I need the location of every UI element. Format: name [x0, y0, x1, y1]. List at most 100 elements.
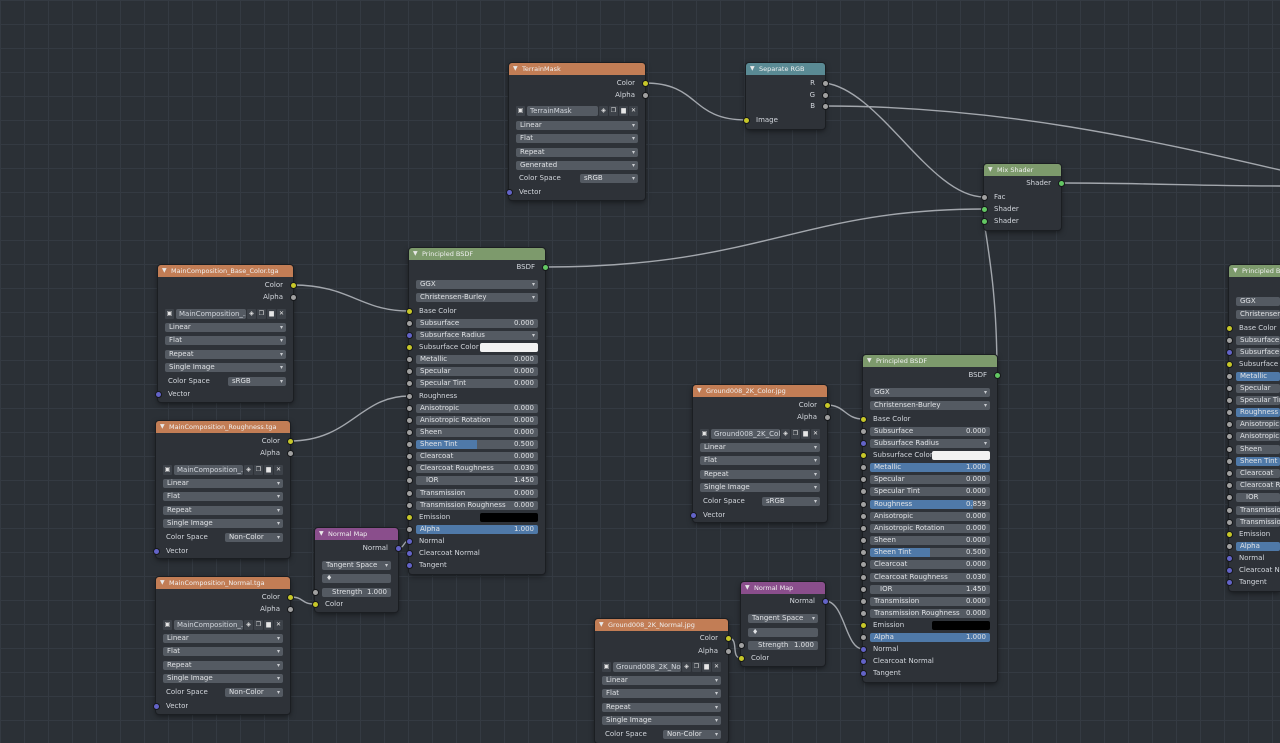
interpolation-dropdown[interactable]: Linear — [700, 442, 820, 452]
extension-dropdown[interactable]: Repeat — [163, 660, 283, 670]
sheen-field[interactable]: Sheen — [1236, 444, 1280, 454]
distribution-dropdown[interactable]: GGX — [1236, 296, 1280, 306]
extension-dropdown[interactable]: Repeat — [516, 147, 638, 157]
image-icon[interactable]: ▣ — [602, 662, 611, 672]
image-selector[interactable]: ▣ MainComposition_... ◈ ❐ ▆ ✕ — [163, 465, 283, 475]
shield-icon[interactable]: ◈ — [244, 620, 253, 630]
socket-color-out[interactable] — [290, 282, 296, 288]
socket-transmission-roughness-in[interactable] — [860, 610, 866, 616]
folder-icon[interactable]: ▆ — [702, 662, 711, 672]
image-icon[interactable]: ▣ — [163, 620, 172, 630]
distribution-dropdown[interactable]: GGX — [870, 387, 990, 397]
socket-alpha-out[interactable] — [824, 414, 830, 420]
chevron-down-icon[interactable]: ▼ — [162, 267, 167, 274]
ior-field[interactable]: IOR — [1236, 492, 1280, 502]
socket-shader-in-2[interactable] — [981, 218, 987, 224]
node-principled-bsdf-2[interactable]: ▼Principled BSDF BSDF GGX Christensen-Bu… — [860, 355, 1000, 682]
socket-anisotropic-in[interactable] — [406, 405, 412, 411]
extension-dropdown[interactable]: Repeat — [602, 702, 721, 712]
socket-normal-in[interactable] — [1226, 555, 1232, 561]
socket-transmission-roughness-in[interactable] — [1226, 519, 1232, 525]
socket-alpha-in[interactable] — [860, 634, 866, 640]
socket-alpha-out[interactable] — [287, 606, 293, 612]
socket-vector-in[interactable] — [153, 703, 159, 709]
socket-ior-in[interactable] — [860, 586, 866, 592]
socket-clearcoat-in[interactable] — [860, 561, 866, 567]
socket-roughness-in[interactable] — [406, 393, 412, 399]
subsurface-method-dropdown[interactable]: Christensen-Burley — [416, 292, 538, 302]
image-name-field[interactable]: Ground008_2K_Col... — [711, 429, 780, 439]
specular-field[interactable]: Specular — [1236, 383, 1280, 393]
socket-roughness-in[interactable] — [1226, 409, 1232, 415]
node-principled-bsdf-1[interactable]: ▼Principled BSDF BSDF GGX Christensen-Bu… — [406, 248, 548, 574]
socket-anisotropic-rotation-in[interactable] — [406, 417, 412, 423]
chevron-down-icon[interactable]: ▼ — [867, 357, 872, 364]
interpolation-dropdown[interactable]: Linear — [165, 322, 286, 332]
image-icon[interactable]: ▣ — [163, 465, 172, 475]
folder-icon[interactable]: ▆ — [267, 309, 276, 319]
socket-clearcoat-in[interactable] — [406, 453, 412, 459]
socket-metallic-in[interactable] — [860, 464, 866, 470]
socket-g-out[interactable] — [822, 92, 828, 98]
folder-icon[interactable]: ▆ — [801, 429, 810, 439]
source-dropdown[interactable]: Single Image — [700, 482, 820, 492]
socket-transmission-in[interactable] — [406, 490, 412, 496]
socket-base-color-in[interactable] — [406, 308, 412, 314]
folder-icon[interactable]: ▆ — [264, 620, 273, 630]
close-icon[interactable]: ✕ — [712, 662, 721, 672]
projection-dropdown[interactable]: Flat — [700, 455, 820, 465]
source-dropdown[interactable]: Generated — [516, 160, 638, 170]
chevron-down-icon[interactable]: ▼ — [160, 579, 165, 586]
shield-icon[interactable]: ◈ — [599, 106, 608, 116]
node-ground-normal-texture[interactable]: ▼Ground008_2K_Normal.jpg Color Alpha ▣ G… — [595, 619, 731, 743]
socket-subsurface-color-in[interactable] — [406, 344, 412, 350]
copy-icon[interactable]: ❐ — [692, 662, 701, 672]
extension-dropdown[interactable]: Repeat — [163, 505, 283, 515]
socket-base-color-in[interactable] — [860, 416, 866, 422]
chevron-down-icon[interactable]: ▼ — [697, 387, 702, 394]
socket-shader-out[interactable] — [1058, 180, 1064, 186]
projection-dropdown[interactable]: Flat — [602, 688, 721, 698]
socket-normal-out[interactable] — [395, 545, 401, 551]
socket-metallic-in[interactable] — [1226, 373, 1232, 379]
socket-specular-in[interactable] — [860, 476, 866, 482]
socket-subsurface-radius-in[interactable] — [1226, 349, 1232, 355]
anisotropic-field[interactable]: Anisotropic — [1236, 419, 1280, 429]
space-dropdown[interactable]: Tangent Space — [322, 560, 391, 570]
socket-alpha-out[interactable] — [290, 294, 296, 300]
node-separate-rgb[interactable]: ▼Separate RGB R G B Image — [743, 63, 828, 129]
subsurface-radius-field[interactable]: Subsurface Rad — [1236, 347, 1280, 357]
socket-sheen-in[interactable] — [406, 429, 412, 435]
chevron-down-icon[interactable]: ▼ — [513, 65, 518, 72]
socket-specular-tint-in[interactable] — [860, 488, 866, 494]
node-header[interactable]: ▼Ground008_2K_Color.jpg — [693, 385, 827, 397]
socket-image-in[interactable] — [743, 117, 749, 123]
projection-dropdown[interactable]: Flat — [165, 335, 286, 345]
close-icon[interactable]: ✕ — [811, 429, 820, 439]
socket-clearcoat-roughness-in[interactable] — [406, 465, 412, 471]
socket-tangent-in[interactable] — [406, 562, 412, 568]
socket-color-in[interactable] — [738, 655, 744, 661]
socket-sheen-tint-in[interactable] — [860, 549, 866, 555]
socket-color-out[interactable] — [642, 80, 648, 86]
socket-transmission-in[interactable] — [1226, 507, 1232, 513]
space-dropdown[interactable]: Tangent Space — [748, 613, 818, 623]
node-header[interactable]: ▼Principled BSDF — [409, 248, 545, 260]
socket-emission-in[interactable] — [1226, 531, 1232, 537]
socket-bsdf-out[interactable] — [994, 372, 1000, 378]
socket-vector-in[interactable] — [153, 548, 159, 554]
node-header[interactable]: ▼MainComposition_Roughness.tga — [156, 421, 290, 433]
extension-dropdown[interactable]: Repeat — [700, 469, 820, 479]
source-dropdown[interactable]: Single Image — [163, 518, 283, 528]
